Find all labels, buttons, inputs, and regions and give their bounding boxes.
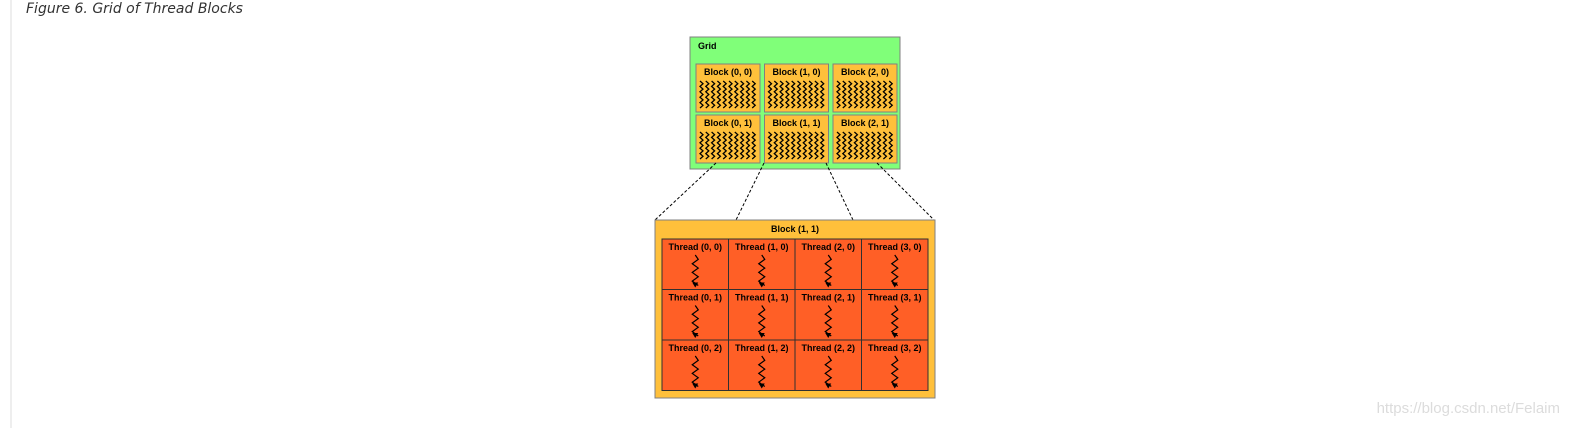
thread-marks <box>767 131 825 160</box>
thread-cell: Thread (2, 0) <box>794 238 862 290</box>
thread-arrow-icon <box>757 254 766 288</box>
thread-label: Thread (2, 2) <box>801 343 855 353</box>
thread-label: Thread (1, 0) <box>735 242 789 252</box>
grid-block-label: Block (0, 1) <box>704 118 752 128</box>
thread-arrow-icon <box>757 355 766 389</box>
thread-arrow-icon <box>691 254 700 288</box>
thread-cell: Thread (0, 2) <box>661 339 729 391</box>
thread-marks <box>699 80 757 109</box>
thread-arrow-icon <box>890 254 899 288</box>
thread-cell: Thread (2, 1) <box>794 289 862 341</box>
zoom-connector-line <box>654 162 717 221</box>
thread-cell: Thread (1, 2) <box>728 339 796 391</box>
thread-label: Thread (1, 1) <box>735 293 789 303</box>
thread-arrow-icon <box>824 355 833 389</box>
thread-cell: Thread (1, 1) <box>728 289 796 341</box>
zoom-connector-line <box>735 162 765 221</box>
thread-label: Thread (0, 1) <box>668 293 722 303</box>
block-detail-title: Block (1, 1) <box>771 224 819 234</box>
zoom-connector-line <box>825 162 854 221</box>
thread-label: Thread (0, 2) <box>668 343 722 353</box>
thread-label: Thread (2, 0) <box>801 242 855 252</box>
watermark: https://blog.csdn.net/Felaim <box>1376 400 1560 417</box>
thread-marks <box>836 131 894 160</box>
thread-label: Thread (1, 2) <box>735 343 789 353</box>
grid-block: Block (0, 0) <box>695 63 761 113</box>
thread-arrow-icon <box>890 305 899 338</box>
figure-caption: Figure 6. Grid of Thread Blocks <box>26 1 243 17</box>
thread-cell: Thread (1, 0) <box>728 238 796 290</box>
thread-cell: Thread (0, 0) <box>661 238 729 290</box>
thread-arrow-icon <box>691 305 700 338</box>
block-detail-panel: Block (1, 1) Thread (0, 0) Thread (1, 0) Th… <box>654 219 936 399</box>
thread-marks <box>836 80 894 109</box>
grid-block: Block (2, 0) <box>832 63 898 113</box>
thread-label: Thread (3, 2) <box>868 343 922 353</box>
grid-block: Block (2, 1) <box>832 114 898 164</box>
thread-arrow-icon <box>824 254 833 288</box>
thread-label: Thread (0, 0) <box>668 242 722 252</box>
thread-arrow-icon <box>691 355 700 389</box>
grid-block: Block (1, 1) <box>764 114 829 164</box>
grid-block-label: Block (2, 1) <box>841 118 889 128</box>
thread-label: Thread (3, 0) <box>868 242 922 252</box>
grid-block: Block (1, 0) <box>764 63 829 113</box>
grid-block-label: Block (0, 0) <box>704 67 752 77</box>
grid-block-label: Block (1, 0) <box>772 67 820 77</box>
thread-cell: Thread (3, 2) <box>861 339 929 391</box>
thread-cell: Thread (0, 1) <box>661 289 729 341</box>
thread-cell: Thread (3, 0) <box>861 238 929 290</box>
left-rule <box>10 0 12 428</box>
zoom-connector-line <box>876 162 935 221</box>
thread-arrow-icon <box>890 355 899 389</box>
thread-arrow-icon <box>757 305 766 338</box>
thread-cell: Thread (2, 2) <box>794 339 862 391</box>
thread-marks <box>699 131 757 160</box>
grid-block-label: Block (2, 0) <box>841 67 889 77</box>
zoom-connectors <box>654 162 935 221</box>
thread-marks <box>767 80 825 109</box>
grid-block: Block (0, 1) <box>695 114 761 164</box>
thread-cell: Thread (3, 1) <box>861 289 929 341</box>
thread-arrow-icon <box>824 305 833 338</box>
thread-label: Thread (3, 1) <box>868 293 922 303</box>
grid-block-label: Block (1, 1) <box>772 118 820 128</box>
grid-label: Grid <box>698 41 717 51</box>
thread-label: Thread (2, 1) <box>801 293 855 303</box>
